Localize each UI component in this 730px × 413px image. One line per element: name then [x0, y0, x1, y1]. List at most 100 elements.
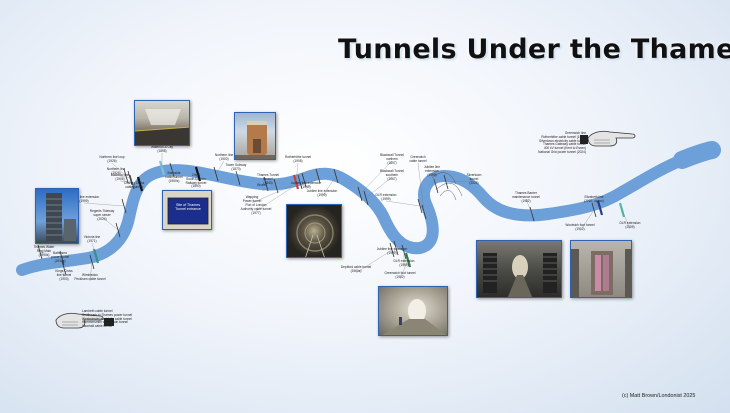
tunnel-label: Battersea power tunnel(1930s)	[44, 251, 76, 263]
label-leader	[385, 200, 421, 207]
tunnel-year: (1960s)	[350, 268, 362, 273]
label-leader	[621, 209, 631, 230]
label-leader	[39, 251, 45, 254]
tunnel-year: (2024)	[97, 216, 107, 221]
label-leader	[133, 183, 141, 190]
tunnel-name: Jubilee line extension	[306, 189, 338, 193]
tunnel-label: DLR extension(1999)	[388, 259, 420, 268]
tunnel-name: Silvertown tunnel	[466, 173, 482, 181]
photo-lift-tunnel	[570, 240, 632, 298]
label-leader	[305, 175, 319, 190]
label-leader	[59, 257, 63, 260]
label-leader	[579, 209, 595, 232]
tunnel-year: (1926)	[111, 170, 121, 175]
label-leader	[115, 174, 131, 179]
tunnel-year: (1900)	[219, 156, 229, 161]
tunnel-year: (1971)	[87, 238, 97, 243]
tunnel-label: Northern line(1926)	[100, 167, 132, 176]
label-leader	[91, 242, 97, 257]
tunnel-year: (1906)	[115, 176, 125, 181]
tunnel-year: (1912)	[575, 226, 585, 231]
photo-tower-block	[35, 188, 79, 244]
tunnel-label: Brunel	[246, 183, 278, 188]
tunnel-year: (1967)	[387, 176, 397, 181]
photo-platform	[134, 100, 190, 146]
tunnel-name: DLR extension	[393, 259, 415, 263]
tunnel-label: Greenwich foot tunnel(1902)	[384, 271, 416, 280]
label-leader	[359, 160, 393, 195]
tunnel-year: (1982)	[521, 198, 531, 203]
label-leader	[255, 179, 305, 212]
tunnel-name: Jubilee line extension	[424, 165, 440, 173]
tunnel-label: Silvertown tunnel(2025)	[458, 173, 490, 185]
label-leader	[295, 162, 299, 183]
label-leader	[111, 162, 127, 177]
label-leader	[215, 160, 225, 175]
tunnel-label: Bakerloo line(1906)	[104, 173, 136, 182]
tunnel-label: City & South London Railway tunnel(1890)	[180, 173, 212, 189]
river-thames	[16, 154, 688, 276]
tunnel-name: Deptford cable tunnel	[340, 265, 372, 269]
tunnel-year: (1930s)	[54, 258, 66, 263]
tunnel-name: Northern line	[106, 167, 126, 171]
tunnel-name: DLR extension	[619, 221, 641, 225]
tunnel-name: Greenwich cable tunnel	[409, 155, 427, 163]
tunnel-year: (1898)	[157, 148, 167, 153]
tunnel-year: (1999)	[301, 184, 311, 189]
tunnel-year: (2009)	[625, 224, 635, 229]
page-title: Tunnels Under the Thames	[338, 34, 730, 65]
label-leader	[417, 162, 425, 213]
tunnel-label: DLR extension(1999)	[370, 193, 402, 202]
label-leader	[101, 216, 119, 231]
tunnel-label: Wimbledon Peckham cable tunnel	[74, 273, 106, 282]
tunnel-label: Tower Subway(1870)	[220, 163, 252, 172]
tunnel-name: Woolwich foot tunnel	[565, 223, 595, 227]
tunnel-label: Deptford cable tunnel(1960s)	[340, 265, 372, 274]
photo-sign: Site of Thames Tunnel entrance	[162, 190, 212, 230]
tunnel-name: Thames Barrier maintenance tunnel	[512, 191, 540, 199]
tunnel-year: (1960s)	[168, 178, 180, 183]
tunnel-year: (1999)	[79, 198, 89, 203]
tunnel-name: Rotherhithe tunnel	[284, 155, 312, 159]
label-leader	[321, 175, 337, 198]
label-leader	[251, 181, 301, 204]
tunnel-name: Elizabeth line	[584, 195, 604, 199]
tunnel-name: Victoria line	[83, 235, 101, 239]
tunnel-label: Kings Cross line tunnel(1903)	[48, 269, 80, 281]
tunnel-year: (1890)	[191, 184, 201, 189]
photo-tunnel-interior	[286, 204, 342, 258]
tunnel-label: Elizabeth line(2022, opens)	[578, 195, 610, 204]
tunnel-label: Jubilee line extension(1999)	[306, 189, 338, 198]
tunnel-name: Wimbledon Peckham cable tunnel	[74, 273, 106, 281]
tunnel-name: Battersea power tunnel	[50, 251, 70, 259]
tunnel-year: (1999)	[317, 192, 327, 197]
tunnel-name: Charing Cross cable tunnel	[123, 181, 145, 189]
tunnel-year: (1897)	[387, 160, 397, 165]
tunnel-label: Port of London Authority cable tunnel(19…	[240, 203, 272, 215]
tunnel-label: Jubilee line extension(1999)	[376, 247, 408, 256]
tunnel-year: (1870)	[231, 166, 241, 171]
photo-roundhouse	[234, 112, 276, 160]
tunnel-label: Thames Barrier maintenance tunnel(1982)	[510, 191, 542, 203]
tunnel-label: Woolwich foot tunnel(1912)	[564, 223, 596, 232]
tunnel-year: (1990s)	[38, 252, 50, 257]
tunnel-name: DLR extension	[375, 193, 397, 197]
note-right: Greenwich line Rotherhithe cable tunnel …	[538, 131, 586, 154]
tunnel-label: Greenwich cable tunnel	[402, 155, 434, 164]
label-leader	[119, 180, 133, 183]
tunnel-year: (1908)	[293, 158, 303, 163]
label-leader	[525, 198, 533, 215]
pointer-arrows	[431, 172, 463, 201]
pointing-hand-icon	[580, 130, 636, 147]
tunnel-label: Victoria line(1971)	[76, 235, 108, 244]
tunnel-year: (1843)	[263, 180, 273, 185]
tunnel-label: Northern line(1900)	[208, 153, 240, 162]
label-leader	[235, 170, 239, 179]
tunnel-year: (1902)	[395, 274, 405, 279]
tunnel-name: Blackwall Tunnel northern	[380, 153, 404, 161]
photo-cable-tunnel	[476, 240, 562, 298]
tunnel-label: Charing Cross cable tunnel	[118, 181, 150, 190]
tunnel-label: DLR extension(2009)	[614, 221, 646, 230]
tunnel-year: (2022, opens)	[584, 198, 604, 203]
tunnel-year: (1999)	[427, 172, 437, 177]
